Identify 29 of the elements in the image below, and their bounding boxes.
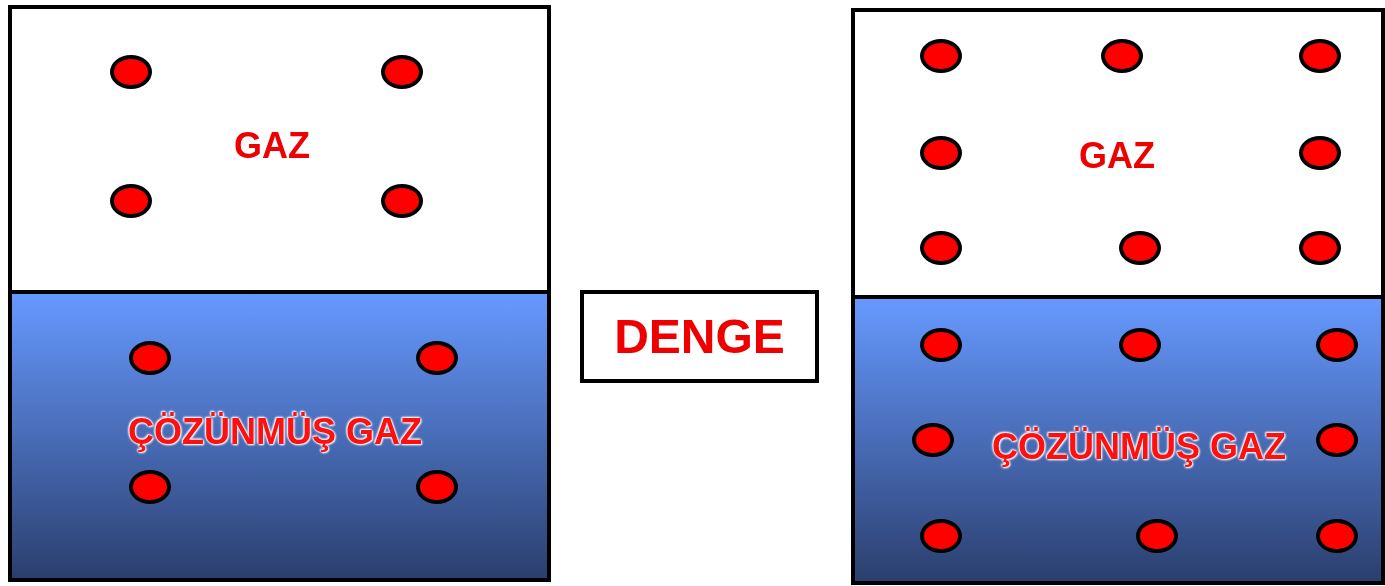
- gas-molecule: [920, 136, 962, 170]
- gas-molecule: [416, 341, 458, 375]
- gas-molecule: [1299, 136, 1341, 170]
- phase-label: GAZ: [1079, 138, 1155, 174]
- gas-molecule: [1299, 231, 1341, 265]
- gas-molecule: [1101, 39, 1143, 73]
- gas-molecule: [912, 423, 954, 457]
- gas-molecule: [381, 55, 423, 89]
- phase-label: GAZ: [234, 128, 310, 164]
- phase-label: ÇÖZÜNMÜŞ GAZ: [128, 414, 422, 450]
- equilibrium-label: DENGE: [580, 290, 819, 383]
- gas-molecule: [920, 328, 962, 362]
- gas-molecule: [129, 341, 171, 375]
- gas-molecule: [129, 470, 171, 504]
- gas-molecule: [1316, 519, 1358, 553]
- gas-molecule: [416, 470, 458, 504]
- gas-molecule: [110, 55, 152, 89]
- gas-molecule: [1119, 231, 1161, 265]
- gas-molecule: [381, 184, 423, 218]
- gas-molecule: [1316, 328, 1358, 362]
- gas-molecule: [920, 519, 962, 553]
- gas-molecule: [110, 184, 152, 218]
- gas-molecule: [920, 231, 962, 265]
- gas-molecule: [1316, 423, 1358, 457]
- gas-molecule: [1299, 39, 1341, 73]
- gas-molecule: [920, 39, 962, 73]
- gas-molecule: [1119, 328, 1161, 362]
- gas-molecule: [1136, 519, 1178, 553]
- phase-label: ÇÖZÜNMÜŞ GAZ: [992, 429, 1286, 465]
